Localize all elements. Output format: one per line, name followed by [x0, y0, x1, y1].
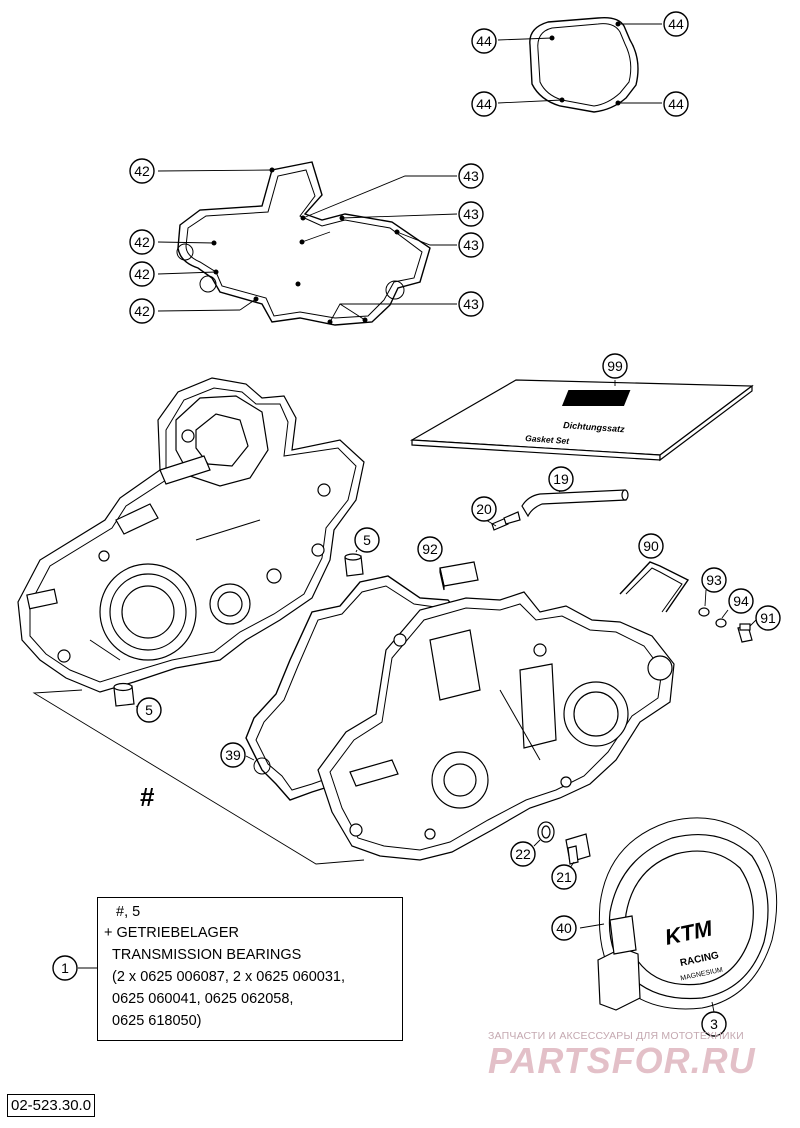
note-box: #, 5 + GETRIEBELAGER TRANSMISSION BEARIN…: [97, 897, 403, 1041]
bearings: [113, 549, 364, 708]
callout-44-top-right: 44: [663, 11, 689, 37]
callout-42-1: 42: [129, 158, 155, 184]
small-parts: [439, 561, 759, 643]
callout-44-bottom-left: 44: [471, 91, 497, 117]
callout-39: 39: [220, 742, 246, 768]
callout-40: 40: [551, 915, 577, 941]
callout-44-top-left: 44: [471, 28, 497, 54]
svg-text:44: 44: [476, 33, 492, 49]
callout-94: 94: [728, 588, 754, 614]
kit-label-line1: Dichtungssatz: [563, 420, 626, 434]
svg-text:91: 91: [760, 610, 776, 626]
callout-20: 20: [471, 496, 497, 522]
reference-number: 02-523.30.0: [7, 1094, 96, 1117]
kit-label-line2: Gasket Set: [525, 433, 571, 446]
svg-text:42: 42: [134, 303, 150, 319]
svg-text:42: 42: [134, 234, 150, 250]
gasket-ignition-cover: [497, 16, 662, 113]
callout-19: 19: [548, 466, 574, 492]
callout-42-4: 42: [129, 298, 155, 324]
callout-43-2: 43: [458, 201, 484, 227]
callout-43-1: 43: [458, 163, 484, 189]
callout-92: 92: [417, 536, 443, 562]
hose-and-fitting: [485, 489, 629, 531]
svg-text:43: 43: [463, 296, 479, 312]
callout-42-3: 42: [129, 261, 155, 287]
svg-text:44: 44: [668, 96, 684, 112]
svg-text:19: 19: [553, 471, 569, 487]
svg-text:93: 93: [706, 572, 722, 588]
watermark: ЗАПЧАСТИ И АКСЕССУАРЫ ДЛЯ МОТОТЕХНИКИ PA…: [488, 1030, 794, 1082]
callout-3: 3: [701, 1011, 727, 1037]
svg-text:42: 42: [134, 266, 150, 282]
note-line-4: (2 x 0625 006087, 2 x 0625 060031,: [112, 969, 345, 985]
svg-text:21: 21: [556, 869, 572, 885]
watermark-tagline: ЗАПЧАСТИ И АКСЕССУАРЫ ДЛЯ МОТОТЕХНИКИ: [488, 1030, 744, 1042]
svg-text:43: 43: [463, 168, 479, 184]
hash-group-bracket: #: [32, 689, 365, 865]
callout-5-right: 5: [354, 527, 380, 553]
note-line-1: #, 5: [116, 904, 141, 920]
svg-text:90: 90: [643, 538, 659, 554]
note-line-2: + GETRIEBELAGER: [104, 925, 239, 941]
drain-plug-and-ring: [533, 821, 591, 869]
callout-99: 99: [602, 353, 628, 379]
callout-90: 90: [638, 533, 664, 559]
gasket-crankcase: [157, 161, 458, 326]
callout-42-2: 42: [129, 229, 155, 255]
svg-text:1: 1: [61, 960, 69, 976]
callout-91: 91: [755, 605, 781, 631]
crankcase-right-half: [317, 591, 675, 861]
watermark-logo: PARTSFOR.RU: [488, 1040, 756, 1081]
svg-text:94: 94: [733, 593, 749, 609]
gasket-set-kit: Dichtungssatz Gasket Set: [409, 379, 754, 462]
svg-text:44: 44: [668, 16, 684, 32]
svg-text:39: 39: [225, 747, 241, 763]
svg-text:22: 22: [515, 846, 531, 862]
svg-text:5: 5: [145, 702, 153, 718]
note-line-5: 0625 060041, 0625 062058,: [112, 991, 294, 1007]
svg-text:42: 42: [134, 163, 150, 179]
callout-44-bottom-right: 44: [663, 91, 689, 117]
callout-5-left: 5: [136, 697, 162, 723]
svg-text:44: 44: [476, 96, 492, 112]
crankcase-left-half: [17, 377, 365, 693]
callout-43-3: 43: [458, 232, 484, 258]
callout-21: 21: [551, 864, 577, 890]
callout-1: 1: [52, 955, 78, 981]
svg-text:92: 92: [422, 541, 438, 557]
svg-text:40: 40: [556, 920, 572, 936]
callout-22: 22: [510, 841, 536, 867]
note-line-6: 0625 618050): [112, 1013, 202, 1029]
svg-text:43: 43: [463, 237, 479, 253]
note-line-3: TRANSMISSION BEARINGS: [112, 947, 302, 963]
svg-text:5: 5: [363, 532, 371, 548]
svg-text:43: 43: [463, 206, 479, 222]
svg-text:20: 20: [476, 501, 492, 517]
ignition-cover: KTM RACING MAGNESIUM: [579, 817, 778, 1013]
svg-text:3: 3: [710, 1016, 718, 1032]
callout-43-4: 43: [458, 291, 484, 317]
callout-93: 93: [701, 567, 727, 593]
svg-text:99: 99: [607, 358, 623, 374]
hash-symbol: #: [140, 782, 155, 812]
